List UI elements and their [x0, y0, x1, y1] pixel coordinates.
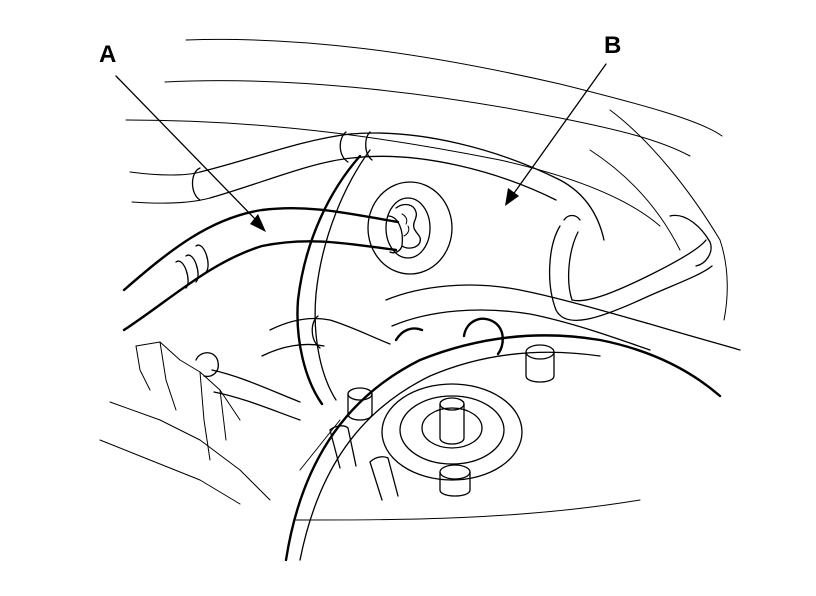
callout-b-arrowhead	[505, 188, 519, 206]
left-frame-5	[199, 371, 227, 461]
right-hose-outer	[548, 225, 713, 322]
body-contour-mid	[125, 119, 661, 227]
stud-nut-3	[439, 471, 471, 497]
booster-rim	[314, 149, 371, 401]
callout-label-b: B	[604, 32, 622, 59]
strut-mount-ring-core	[421, 407, 483, 449]
body-contour-upper	[164, 80, 691, 157]
booster-outline	[296, 154, 362, 406]
port-clip	[395, 203, 422, 249]
left-bolt	[195, 352, 219, 378]
stud-nut-2	[347, 393, 373, 421]
port-clip-detail	[401, 213, 410, 237]
stud-nut-2-top	[347, 387, 373, 401]
right-panel-edge	[609, 109, 728, 321]
lower-pipe-2	[261, 343, 325, 357]
hose-end-fitting	[387, 215, 404, 254]
left-frame-4	[135, 341, 177, 411]
pipe-loop-2	[394, 327, 424, 342]
strut-mount-ring-outer	[381, 383, 523, 481]
stud-nut-3-top	[439, 464, 471, 480]
stud-nut-1	[525, 351, 555, 383]
stud-bolt-4	[329, 425, 357, 469]
left-frame-3	[99, 439, 241, 505]
vacuum-port-inner	[385, 197, 431, 259]
middle-pipe-1	[385, 284, 741, 351]
right-hose-end	[669, 214, 712, 267]
stud-bolt-5	[369, 456, 399, 501]
hose-clamp-1	[175, 254, 199, 289]
callout-label-a: A	[99, 41, 117, 68]
middle-pipe-2	[391, 309, 651, 351]
lower-pipe	[269, 317, 391, 345]
body-contour-top	[185, 38, 723, 137]
right-hose-bend	[563, 214, 581, 221]
callout-a-arrowhead	[250, 214, 266, 232]
left-pipe	[211, 369, 301, 421]
strut-tower-inner	[299, 351, 601, 561]
pipe-joint	[311, 315, 321, 349]
vacuum-hose-upper	[122, 207, 400, 292]
vacuum-hose-lower	[122, 240, 398, 332]
left-frame-2	[109, 401, 271, 501]
strut-center-stud	[439, 403, 465, 445]
upper-hose-fitting	[191, 131, 373, 201]
right-panel-inner	[589, 149, 681, 251]
strut-tower-outline	[284, 334, 722, 562]
right-hose-inner	[568, 231, 707, 302]
strut-mount-ring-inner	[399, 395, 505, 465]
hose-clamp-2	[195, 244, 209, 273]
vacuum-port-outer	[367, 181, 453, 275]
strut-tower-face	[295, 419, 641, 521]
left-bracket	[129, 171, 211, 204]
callout-a-leader	[115, 75, 259, 223]
upper-hose-1	[199, 132, 605, 241]
stud-nut-1-top	[525, 344, 555, 360]
left-frame-1	[135, 341, 241, 421]
pipe-loop	[462, 317, 504, 356]
upper-hose-2	[209, 155, 557, 201]
strut-center-stud-top	[439, 397, 465, 411]
callout-b-leader	[511, 63, 607, 197]
